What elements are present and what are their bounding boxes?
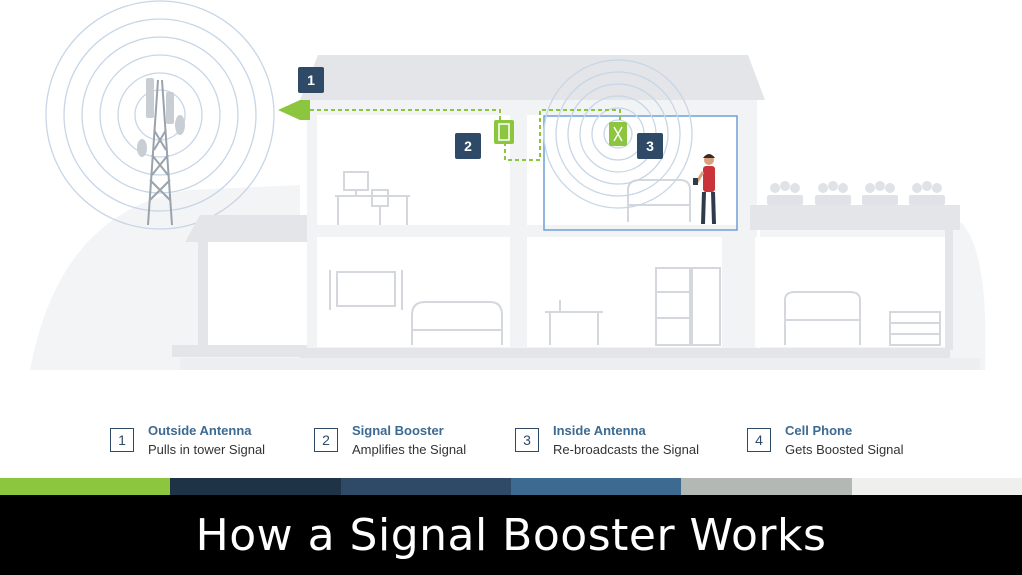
planters: [767, 181, 945, 205]
inside-antenna-icon: [609, 122, 627, 146]
tower-signal-waves: [45, 0, 275, 230]
right-wing: [750, 205, 960, 350]
house: [180, 55, 980, 370]
callout-1: 1: [298, 67, 324, 93]
legend-number: 2: [314, 428, 338, 452]
legend-number: 3: [515, 428, 539, 452]
legend-title: Cell Phone: [785, 423, 853, 438]
person-with-phone-icon: [693, 154, 716, 225]
color-stripe-4: [510, 478, 682, 495]
legend-title: Signal Booster: [352, 423, 444, 438]
legend-description: Pulls in tower Signal: [148, 442, 266, 457]
furniture: [329, 171, 941, 346]
callout-1-label: 1: [307, 72, 315, 88]
color-stripe-3: [340, 478, 511, 495]
legend-description: Gets Boosted Signal: [785, 442, 904, 457]
callout-2-label: 2: [464, 138, 472, 154]
legend-description: Amplifies the Signal: [352, 442, 467, 457]
callout-3-label: 3: [646, 138, 654, 154]
callout-2: 2: [455, 133, 481, 159]
boosted-room: [543, 115, 738, 231]
legend: 1 Outside Antenna Pulls in tower Signal …: [0, 420, 1022, 470]
signal-booster-diagram: 1 2 3: [30, 0, 986, 370]
color-stripe-1: [0, 478, 171, 495]
color-stripe-5: [681, 478, 852, 495]
tower-panels: [137, 78, 185, 157]
legend-description: Re-broadcasts the Signal: [553, 442, 699, 457]
color-stripe-6: [851, 478, 1022, 495]
color-stripe-bar: [0, 478, 1022, 495]
cell-tower-icon: [147, 79, 173, 226]
outside-antenna-icon: [278, 100, 310, 120]
color-stripe-2: [170, 478, 341, 495]
booster-detail: [498, 123, 510, 141]
legend-number: 4: [747, 428, 771, 452]
dashed-cable: [310, 109, 621, 161]
legend-number: 1: [110, 428, 134, 452]
legend-title: Outside Antenna: [148, 423, 252, 438]
callout-3: 3: [637, 133, 663, 159]
garage: [172, 215, 312, 357]
legend-title: Inside Antenna: [553, 423, 646, 438]
caption-title: How a Signal Booster Works: [0, 495, 1022, 575]
